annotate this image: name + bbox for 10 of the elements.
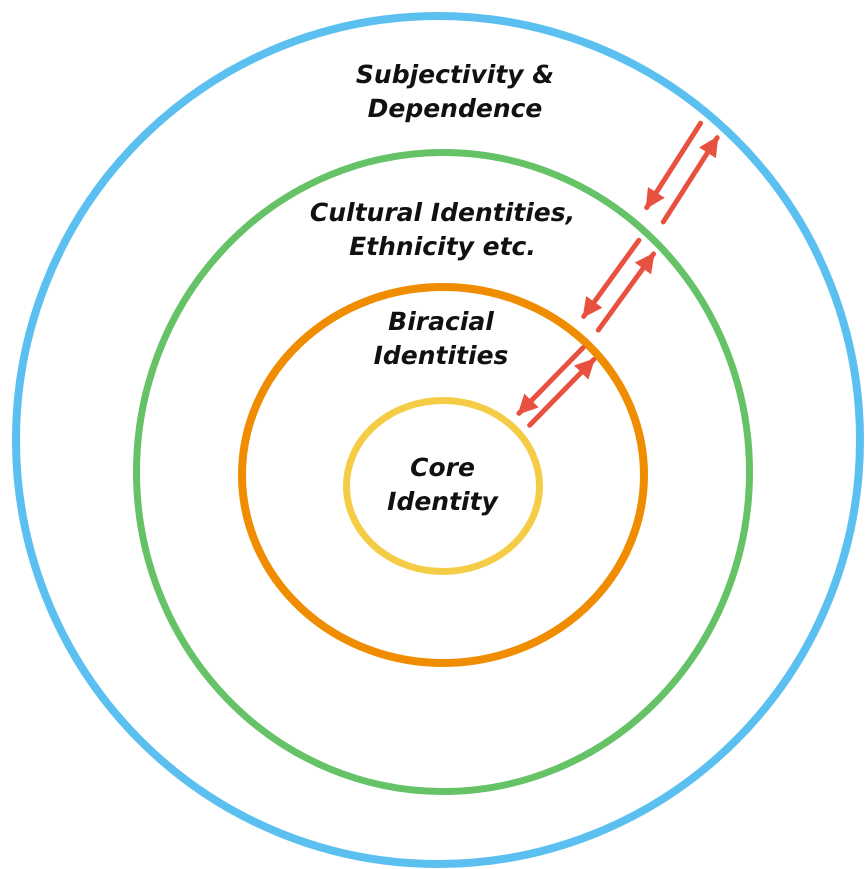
arrow [596, 251, 656, 333]
ring-label: Core Identity [386, 452, 500, 518]
ring-label: Biracial Identities [372, 306, 510, 372]
arrow [581, 238, 642, 319]
arrow [516, 345, 586, 416]
ring-label: Subjectivity & Dependence [354, 59, 556, 125]
ring-label: Cultural Identities, Ethnicity etc. [308, 197, 576, 263]
arrow [527, 357, 596, 428]
arrow [644, 120, 704, 210]
arrow [660, 135, 720, 224]
